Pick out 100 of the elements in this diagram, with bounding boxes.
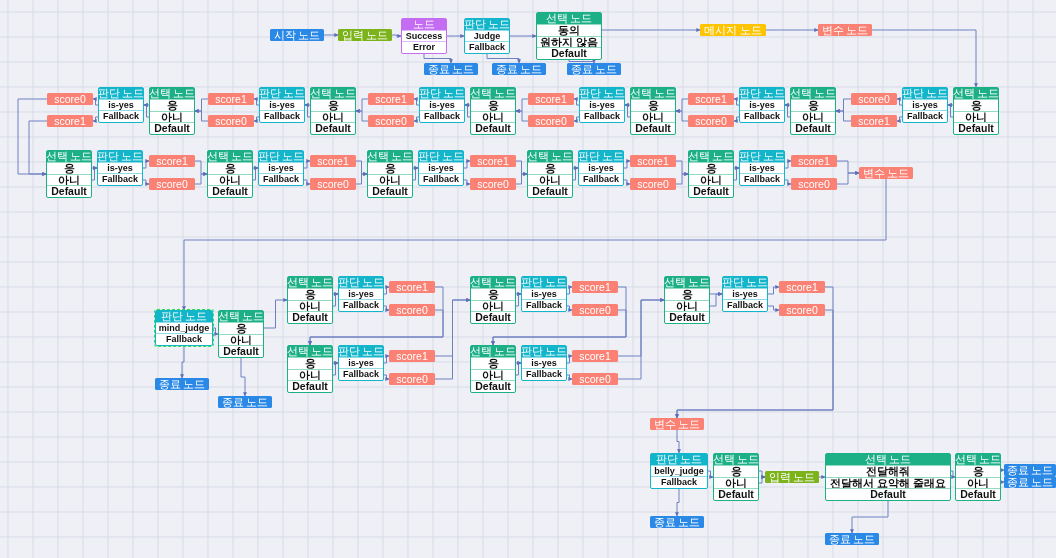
option-row: is-yes xyxy=(419,161,463,174)
node-card xyxy=(98,87,144,123)
node-header: 판단 노드 xyxy=(579,151,623,162)
arrow xyxy=(758,475,766,484)
arrow xyxy=(308,309,444,346)
option-row: Fallback xyxy=(339,299,383,311)
option-row: is-yes xyxy=(259,161,303,174)
option-row: 아니 xyxy=(528,173,572,186)
option-row: Default xyxy=(150,122,194,134)
option-row: Fallback xyxy=(651,476,707,488)
option-row: 전달해줘 xyxy=(826,464,950,477)
node-box: score0 xyxy=(779,304,825,316)
node-header: 판단 노드 xyxy=(339,277,383,288)
arrow xyxy=(383,374,390,381)
node-box: score1 xyxy=(47,115,93,127)
node-box: 입력 노드 xyxy=(765,471,819,483)
node-box: score1 xyxy=(572,350,618,362)
option-row: is-yes xyxy=(579,161,623,174)
node-card xyxy=(258,150,304,186)
option-row: 아니 xyxy=(471,368,515,381)
node-header: 노드 xyxy=(402,19,446,30)
node-card xyxy=(464,18,510,54)
option-row: 아니 xyxy=(219,333,263,346)
node-card xyxy=(401,18,447,54)
arrow xyxy=(947,103,954,118)
node-header: 선택 노드 xyxy=(311,88,355,99)
option-row: Fallback xyxy=(259,173,303,185)
option-row: Fallback xyxy=(522,299,566,311)
node-header: 선택 노드 xyxy=(528,151,572,162)
node-header: 판단 노드 xyxy=(99,88,143,99)
option-row: 응 xyxy=(528,161,572,174)
node-box: 종료 노드 xyxy=(1004,464,1056,476)
option-row: 응 xyxy=(791,98,835,111)
node-card xyxy=(953,87,999,135)
option-row: 아니 xyxy=(714,476,758,489)
node-box: score1 xyxy=(851,115,897,127)
option-row: Fallback xyxy=(98,173,142,185)
arrow xyxy=(850,500,889,534)
option-row: 아니 xyxy=(208,173,252,186)
arrow xyxy=(413,116,420,123)
node-box: 종료 노드 xyxy=(424,63,478,75)
node-box: score0 xyxy=(310,178,356,190)
option-row: Default xyxy=(791,122,835,134)
option-row: is-yes xyxy=(740,98,784,111)
node-header: 판단 노드 xyxy=(420,88,464,99)
arrow xyxy=(566,285,573,295)
arrow xyxy=(896,116,903,123)
node-box: 변수 노드 xyxy=(859,167,913,179)
arrow xyxy=(491,309,627,346)
arrow xyxy=(92,116,99,123)
option-row: 응 xyxy=(311,98,355,111)
node-card xyxy=(739,87,785,123)
arrow xyxy=(253,97,260,106)
node-card xyxy=(367,150,413,198)
option-row: is-yes xyxy=(98,161,142,174)
option-row: Default xyxy=(714,488,758,500)
arrow xyxy=(463,159,471,169)
node-header: 선택 노드 xyxy=(537,13,601,24)
option-row: is-yes xyxy=(580,98,624,111)
option-row: 응 xyxy=(219,321,263,334)
option-row: Default xyxy=(689,185,733,197)
node-header: 판단 노드 xyxy=(740,151,784,162)
arrow xyxy=(572,166,579,181)
arrow xyxy=(332,361,339,376)
option-row: is-yes xyxy=(723,287,767,300)
option-row: 응 xyxy=(288,287,332,300)
arrow xyxy=(412,166,419,181)
arrow xyxy=(896,97,903,106)
node-card xyxy=(287,276,333,324)
arrow xyxy=(784,103,791,118)
arrow xyxy=(767,285,780,295)
option-row: 아니 xyxy=(954,110,998,123)
option-row: Judge xyxy=(465,29,509,42)
node-header: 판단 노드 xyxy=(903,88,947,99)
arrow xyxy=(573,97,580,106)
node-box: score0 xyxy=(470,178,516,190)
option-row: 아니 xyxy=(791,110,835,123)
node-box: 메시지 노드 xyxy=(700,24,766,36)
arrow xyxy=(515,361,522,376)
arrow xyxy=(515,109,529,122)
option-row: 아니 xyxy=(689,173,733,186)
node-header: 판단 노드 xyxy=(419,151,463,162)
option-row: Fallback xyxy=(419,173,463,185)
option-row: Default xyxy=(471,122,515,134)
arrow xyxy=(323,33,339,37)
option-row: 전달해서 요약해 줄래요 xyxy=(826,476,950,489)
option-row: Fallback xyxy=(740,173,784,185)
option-row: 응 xyxy=(631,98,675,111)
arrow xyxy=(142,179,150,186)
node-box: 종료 노드 xyxy=(825,533,879,545)
arrow xyxy=(676,429,681,454)
node-header: 선택 노드 xyxy=(219,311,263,322)
node-card xyxy=(579,87,625,123)
node-card xyxy=(739,150,785,186)
arrow xyxy=(391,34,402,38)
node-card xyxy=(630,87,676,135)
node-header: 선택 노드 xyxy=(689,151,733,162)
node-box: 종료 노드 xyxy=(155,378,209,390)
arrow xyxy=(355,172,368,185)
node-header: 선택 노드 xyxy=(471,88,515,99)
